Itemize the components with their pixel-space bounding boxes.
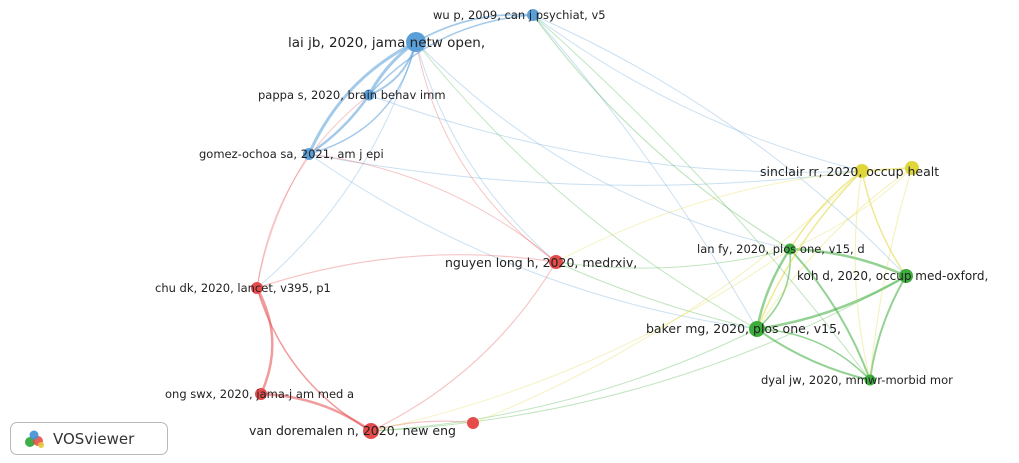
link-912-baker [756,167,913,330]
link-nguyen-baker [555,261,758,330]
link-sinclair-baker [756,170,863,330]
link-baker-koh [756,274,907,331]
link-lan-baker [756,248,792,330]
node-chu[interactable] [251,282,263,294]
link-koh-dyal [869,275,907,381]
link-nguyen-gomez [308,153,557,263]
link-nguyen-sinclair [555,170,863,263]
node-label-ong[interactable]: ong swx, 2020, jama-j am med a [165,387,354,401]
link-lan-baker [755,248,792,330]
node-label-lai[interactable]: lai jb, 2020, jama netw open, [288,35,485,51]
node-label-chu[interactable]: chu dk, 2020, lancet, v395, p1 [155,281,331,295]
link-lan-koh [789,247,907,278]
link-chu-ong [255,287,274,395]
node-baker[interactable] [749,321,765,337]
link-chu-gomez [256,153,310,289]
link-lan-dyal [789,248,871,381]
link-pappa-sinclair [368,94,863,173]
link-chu-nguyen [256,254,557,289]
link-baker-dyal [756,328,871,381]
link-lai-baker [415,41,758,330]
unlabeled-node-yellow[interactable] [905,161,919,175]
link-wu-sinclair [532,14,863,172]
vosviewer-logo-icon [23,429,47,449]
node-label-lan[interactable]: lan fy, 2020, plos one, v15, d [697,242,865,256]
node-gomez[interactable] [303,148,315,160]
link-lai-gomez [307,40,417,155]
node-dyal[interactable] [864,374,876,386]
network-labels: wu p, 2009, can j psychiat, v5 lai jb, 20… [155,8,988,438]
link-wu-lai [415,13,534,43]
link-sinclair-dyal [854,170,871,381]
link-gomez-baker [308,153,758,330]
link-wu-koh [532,14,907,277]
link-nguyen-lai [415,41,557,263]
link-lai-gomez [308,41,417,155]
link-lai-chu [256,41,417,289]
unlabeled-node-red[interactable] [467,417,479,429]
link-gomez-sinclair [308,153,863,186]
node-ong[interactable] [255,388,267,400]
node-label-sinclair[interactable]: sinclair rr, 2020, occup healt [760,164,939,179]
node-label-nguyen[interactable]: nguyen long h, 2020, medrxiv, [445,255,637,270]
link-lai-lan [415,41,791,250]
link-sinclair-koh [861,170,907,277]
node-label-wu[interactable]: wu p, 2009, can j psychiat, v5 [433,8,606,22]
node-lan[interactable] [784,243,796,255]
network-nodes [251,9,919,439]
link-chu-pappa [256,94,370,289]
link-lai-nguyen [415,41,557,263]
node-lai[interactable] [406,32,426,52]
node-label-dyal[interactable]: dyal jw, 2020, mmwr-morbid mor [761,373,953,387]
link-vandoremalen-baker [370,328,758,432]
link-912-lan [789,167,913,250]
node-label-baker[interactable]: baker mg, 2020, plos one, v15, [646,321,841,336]
link-pappa-gomez [308,94,371,156]
node-sinclair[interactable] [855,164,869,178]
vosviewer-logo-text: VOSviewer [53,429,135,448]
network-links [255,13,913,433]
link-nguyen-lan [555,248,791,269]
node-label-vandoremalen[interactable]: van doremalen n, 2020, new eng [249,423,456,438]
node-pappa[interactable] [363,89,375,101]
vosviewer-logo-badge[interactable]: VOSviewer [10,422,168,455]
node-vandoremalen[interactable] [363,423,379,439]
node-nguyen[interactable] [549,255,563,269]
link-vandoremalen-lan [370,248,791,432]
link-sinclair-lan [789,170,863,250]
link-chu-vandoremalen [256,287,372,432]
link-nguyen-vandoremalen [370,261,557,432]
link-vandoremalen-473 [370,420,474,432]
node-wu[interactable] [527,9,539,21]
node-label-koh[interactable]: koh d, 2020, occup med-oxford, [797,269,988,283]
link-wu-baker [532,14,758,330]
link-wu-lan [532,14,791,250]
link-vandoremalen-koh [370,275,907,432]
link-912-dyal [869,167,913,381]
node-label-pappa[interactable]: pappa s, 2020, brain behav imm [258,88,446,102]
node-koh[interactable] [899,269,913,283]
link-wu-dyal [532,14,871,381]
node-label-gomez[interactable]: gomez-ochoa sa, 2021, am j epi [199,147,384,161]
link-wu-pappa [368,14,534,96]
link-baker-dyal [756,328,871,381]
